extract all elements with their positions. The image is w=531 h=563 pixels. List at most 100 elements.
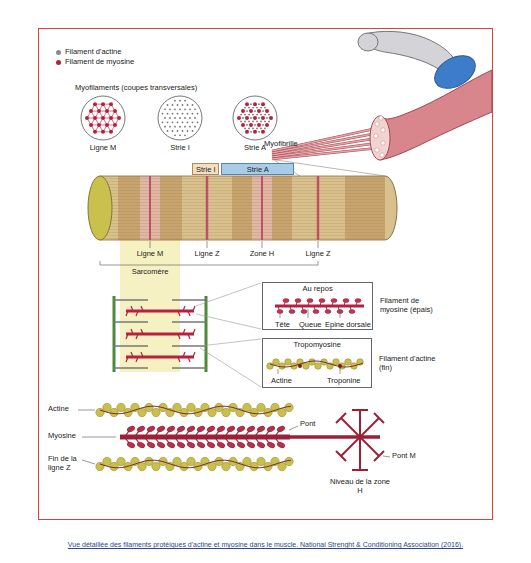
box-label: Tropomyosine — [294, 341, 341, 350]
cross-sections — [162, 113, 164, 115]
myosin-filament — [126, 441, 135, 449]
cross-sections — [241, 109, 245, 113]
actin-filament — [257, 457, 265, 465]
actin-filament — [278, 408, 286, 416]
actin-filament — [187, 457, 195, 465]
cross-sections — [257, 109, 261, 113]
sarcomere-schematic — [126, 357, 128, 362]
sarcomere-schematic — [131, 329, 133, 334]
myosin-filament — [236, 441, 245, 449]
cross-sections — [189, 117, 191, 119]
fascicles — [379, 116, 383, 120]
m-bridge — [341, 437, 360, 456]
myofibril-cylinder — [149, 176, 151, 240]
actin-filament — [215, 403, 223, 411]
myosin-filament — [349, 310, 355, 314]
part-label: Troponine — [327, 377, 361, 386]
band-tab: Strie I — [192, 163, 219, 175]
cross-sections — [245, 116, 249, 120]
myosin-filament — [331, 299, 337, 303]
cross-sections — [264, 107, 266, 109]
myosin-filament — [216, 425, 225, 433]
cross-sections — [167, 113, 169, 115]
actin-filament — [145, 403, 153, 411]
myofibril-strands — [272, 148, 378, 159]
leader-line — [318, 241, 319, 248]
actin-filament — [117, 403, 125, 411]
cross-sections — [97, 123, 101, 127]
part-label: Myofibrille — [264, 140, 298, 149]
cross-sections — [260, 121, 262, 123]
sarcomere-schematic — [188, 357, 190, 362]
m-bridge — [352, 409, 368, 411]
leader-line — [82, 437, 116, 438]
part-label: Ligne Z — [305, 250, 330, 259]
myosin-filament — [166, 425, 175, 433]
zoom-line — [200, 339, 261, 346]
cross-sections — [262, 124, 264, 126]
sarcomere-schematic — [131, 306, 133, 311]
cross-sections — [182, 130, 184, 132]
myosin-filament — [289, 310, 295, 314]
part-label: Tête — [275, 321, 290, 330]
cross-sections — [109, 116, 113, 120]
cross-sections — [266, 117, 268, 119]
cross-sections — [89, 123, 93, 127]
m-bridge — [336, 413, 346, 423]
cross-sections — [109, 130, 113, 134]
myosin-filament — [156, 441, 165, 449]
myosin-filament — [176, 441, 185, 449]
leader-line — [82, 460, 95, 464]
myosin-filament — [166, 441, 175, 449]
cross-sections — [242, 117, 244, 119]
cross-sections — [264, 121, 266, 123]
cross-sections — [194, 117, 196, 119]
cross-sections — [246, 124, 248, 126]
myofibril-cylinder — [88, 176, 112, 240]
fascicles — [375, 148, 379, 152]
sarcomere-schematic — [183, 329, 185, 334]
actin-filament — [173, 457, 181, 465]
cross-sections — [179, 108, 181, 110]
actin-filament — [315, 363, 322, 370]
myosin-filament — [256, 441, 265, 449]
legend-swatch — [56, 50, 61, 55]
actin-filament — [309, 359, 316, 366]
sarcomere-schematic — [141, 306, 143, 311]
actin-filament — [243, 457, 251, 465]
cross-sections — [101, 116, 105, 120]
cross-sections — [97, 109, 101, 113]
cross-sections — [172, 121, 174, 123]
sarcomere-schematic — [126, 311, 128, 316]
actin-filament — [285, 359, 292, 366]
actin-filament — [303, 363, 310, 370]
leader-line — [289, 426, 298, 430]
zoom-line — [196, 283, 261, 306]
cross-sections — [169, 108, 171, 110]
cross-sections — [258, 103, 260, 105]
m-bridge — [336, 410, 384, 470]
myosin-filament — [120, 435, 290, 440]
myosin-filament — [146, 425, 155, 433]
cross-sections — [260, 127, 262, 129]
myofibril-strands — [272, 148, 378, 159]
cross-sections — [246, 110, 248, 112]
cross-sections — [245, 102, 249, 106]
cross-sections — [189, 108, 191, 110]
myosin-filament — [283, 299, 289, 303]
cross-sections — [184, 134, 186, 136]
myosin-filament — [196, 441, 205, 449]
sarcomere-schematic — [113, 296, 116, 372]
actin-filament — [222, 408, 230, 416]
cross-sections — [81, 96, 277, 140]
arm — [358, 33, 378, 51]
cross-sections — [253, 116, 257, 120]
cross-sections — [187, 130, 189, 132]
cross-sections — [241, 123, 245, 127]
part-label: Ligne M — [137, 250, 164, 259]
myosin-filament — [266, 441, 275, 449]
leader-line — [78, 410, 390, 464]
myosin-filament — [206, 425, 215, 433]
section-heading: Myofilaments (coupes transversales) — [75, 84, 197, 93]
